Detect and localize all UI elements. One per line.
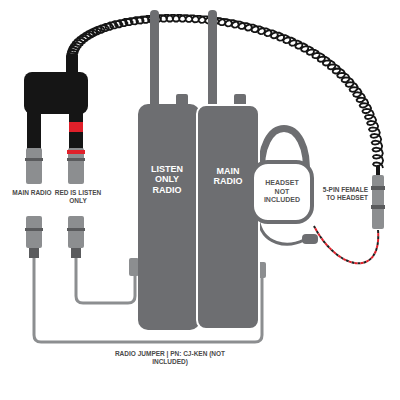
- plug-band: [25, 158, 43, 161]
- node-text: HEADSET NOT INCLUDED: [258, 179, 306, 204]
- splitter-body: [24, 72, 88, 114]
- splitter-leg: [27, 108, 41, 150]
- plug-band: [67, 228, 85, 231]
- five-pin-connector: [372, 175, 384, 229]
- listen-only-radio: LISTEN ONLY RADIO: [138, 104, 200, 330]
- antenna: [208, 10, 217, 108]
- plug-label: RED IS LISTEN ONLY: [54, 189, 102, 205]
- jumper-plug: [26, 216, 42, 248]
- plug-band: [25, 228, 43, 231]
- red-ring: [67, 150, 85, 154]
- headset-wire: [314, 226, 378, 263]
- plug-tail: [71, 248, 81, 258]
- headset-earcup: HEADSET NOT INCLUDED: [250, 160, 314, 224]
- plug-label: MAIN RADIO: [10, 189, 54, 197]
- main-radio: MAIN RADIO: [196, 104, 260, 330]
- plug: [68, 148, 84, 184]
- connector-band: [371, 205, 385, 209]
- connector-label: 5-PIN FEMALE TO HEADSET: [316, 186, 368, 202]
- splitter-leg: [69, 108, 83, 150]
- plug: [26, 148, 42, 184]
- antenna: [150, 10, 159, 108]
- microphone: [302, 234, 318, 244]
- plug-tail: [29, 248, 39, 258]
- connector-band: [371, 186, 385, 190]
- node-text: LISTEN ONLY RADIO: [140, 164, 194, 195]
- plug-band: [67, 158, 85, 161]
- jumper-plug: [68, 216, 84, 248]
- headset-wire: [314, 226, 378, 263]
- cable: [376, 166, 380, 176]
- part-label: RADIO JUMPER | PN: CJ-KEN (NOT INCLUDED): [100, 350, 240, 366]
- red-band: [69, 122, 83, 132]
- node-text: MAIN RADIO: [202, 166, 254, 187]
- jumper-cable: [76, 258, 135, 303]
